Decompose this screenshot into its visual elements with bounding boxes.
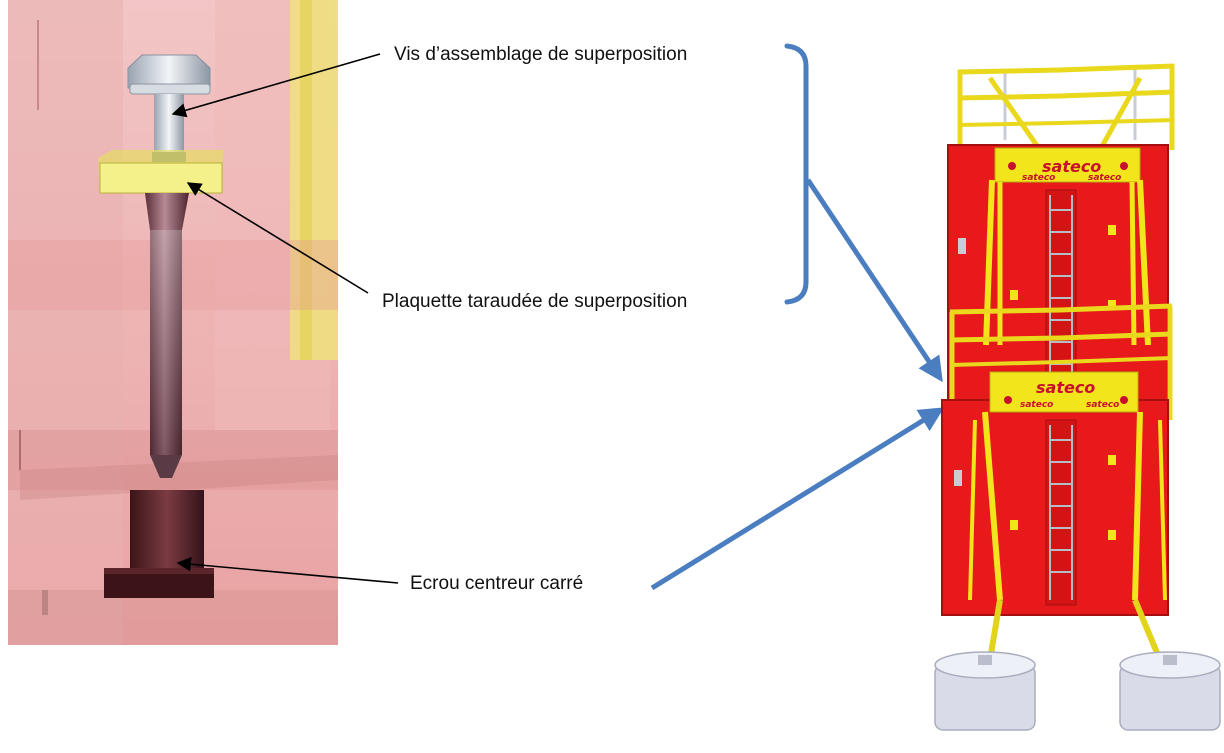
ghost-frame-left: [8, 0, 123, 645]
bolt-head: [127, 54, 211, 89]
blue-brace: [784, 43, 809, 305]
ghost-flange: [20, 455, 338, 500]
upper-ladder: [1049, 195, 1073, 400]
formwork-assembly: sateco sateco sateco: [934, 63, 1221, 731]
upper-strut-right: [1137, 179, 1151, 346]
label-plaquette: Plaquette taraudée de superposition: [382, 291, 687, 312]
bolt-flange: [129, 83, 211, 95]
ghost-base: [8, 590, 338, 645]
cutaway-illustration: [8, 0, 338, 645]
rod-shading: [150, 230, 182, 455]
rod-cone: [150, 455, 182, 478]
leg-left: [987, 599, 1003, 661]
lower-ladder: [1049, 425, 1073, 600]
upper-guardrail: [957, 63, 1175, 152]
lower-walkway-beam: [989, 371, 1139, 413]
upper-logo: sateco: [1042, 157, 1101, 176]
lower-guardrail: [949, 303, 1173, 420]
threaded-plate: [99, 162, 223, 194]
blue-arrow-lower: [650, 407, 945, 591]
blue-arrow-upper: [805, 178, 943, 383]
ballast-left: [934, 651, 1036, 731]
ballast-right: [1119, 651, 1221, 731]
arrow-ecrou: [176, 557, 399, 584]
arrow-plaquette: [186, 182, 369, 294]
leg-right: [1132, 598, 1163, 662]
upper-walkway-beam: [994, 147, 1141, 183]
upper-logo-small-left: sateco: [1022, 173, 1055, 183]
rod-transition: [145, 193, 189, 230]
label-ecrou: Ecrou centreur carré: [410, 573, 583, 594]
square-nut: [130, 490, 204, 570]
upper-logo-small-right: sateco: [1088, 173, 1121, 183]
upper-strut-left: [983, 179, 995, 346]
label-vis: Vis d’assemblage de superposition: [394, 44, 687, 65]
nut-base-plate-top: [104, 568, 214, 574]
bolt-shank: [154, 94, 184, 156]
lower-logo-small-left: sateco: [1020, 400, 1053, 410]
lower-logo: sateco: [1036, 378, 1095, 397]
ghost-yellow-rail: [290, 0, 338, 360]
lower-logo-small-right: sateco: [1086, 400, 1119, 410]
lower-strut-left: [982, 411, 1003, 601]
lower-strut-right: [1132, 411, 1143, 601]
arrow-vis: [171, 53, 381, 118]
ghost-yellow-rail-edge: [300, 0, 312, 360]
